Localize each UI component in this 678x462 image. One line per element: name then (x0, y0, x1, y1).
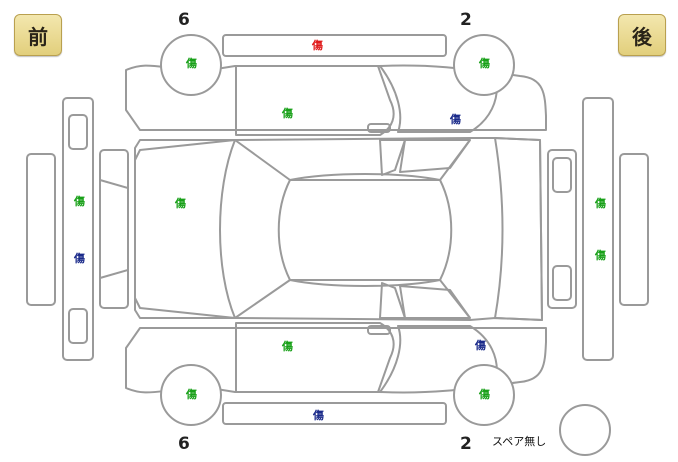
spare-tire (559, 404, 611, 456)
damage-mark-roof-top: 傷 (312, 39, 323, 52)
damage-mark-front-bottom-tire: 傷 (186, 388, 197, 401)
damage-mark-rear-top-tire: 傷 (479, 57, 490, 70)
bottom-door-handle (367, 325, 391, 335)
rear-bottom-tire (453, 364, 515, 426)
bottom-rear-door (379, 325, 498, 393)
spare-status-label: スペア無し (492, 435, 547, 448)
tire-code-front-top: 6 (178, 10, 190, 30)
front-top-tire (160, 34, 222, 96)
front-headlight-top (68, 114, 88, 150)
front-plate (26, 153, 56, 306)
damage-mark-front-bumper-bottom: 傷 (74, 252, 85, 265)
damage-mark-rocker-bottom: 傷 (313, 409, 324, 422)
front-bottom-tire (160, 364, 222, 426)
damage-mark-rear-left-door: 傷 (450, 113, 461, 126)
rear-light-bottom (552, 265, 572, 301)
damage-mark-front-left-door: 傷 (282, 107, 293, 120)
rear-light-top (552, 157, 572, 193)
damage-mark-rear-bottom-tire: 傷 (479, 388, 490, 401)
hood-line (219, 139, 236, 319)
bottom-front-door (235, 322, 395, 393)
rear-plate (619, 153, 649, 306)
top-view-body (134, 137, 543, 321)
windshield-bottom (234, 279, 471, 319)
tire-code-front-bottom: 6 (178, 434, 190, 454)
damage-mark-front-right-door: 傷 (282, 340, 293, 353)
top-door-handle (367, 123, 391, 133)
bottom-rocker-panel (222, 402, 447, 425)
top-rear-door (379, 65, 498, 133)
damage-mark-hood: 傷 (175, 197, 186, 210)
front-headlight-bottom (68, 308, 88, 344)
rear-top-tire (453, 34, 515, 96)
tire-code-rear-bottom: 2 (460, 434, 472, 454)
rear-bumper (547, 149, 577, 309)
trunk-area (494, 137, 543, 321)
damage-mark-rear-right-door: 傷 (475, 339, 486, 352)
damage-mark-rear-bumper-top: 傷 (595, 197, 606, 210)
top-rocker-panel (222, 34, 447, 57)
front-label: 前 (14, 14, 62, 56)
damage-mark-front-bumper-top: 傷 (74, 195, 85, 208)
tire-code-rear-top: 2 (460, 10, 472, 30)
front-bumper-outer (62, 97, 94, 361)
rear-bumper-outer (582, 97, 614, 361)
front-bumper (99, 149, 129, 309)
top-front-door (235, 65, 395, 136)
damage-mark-rear-bumper-bottom: 傷 (595, 249, 606, 262)
damage-mark-front-top-tire: 傷 (186, 57, 197, 70)
rear-label: 後 (618, 14, 666, 56)
